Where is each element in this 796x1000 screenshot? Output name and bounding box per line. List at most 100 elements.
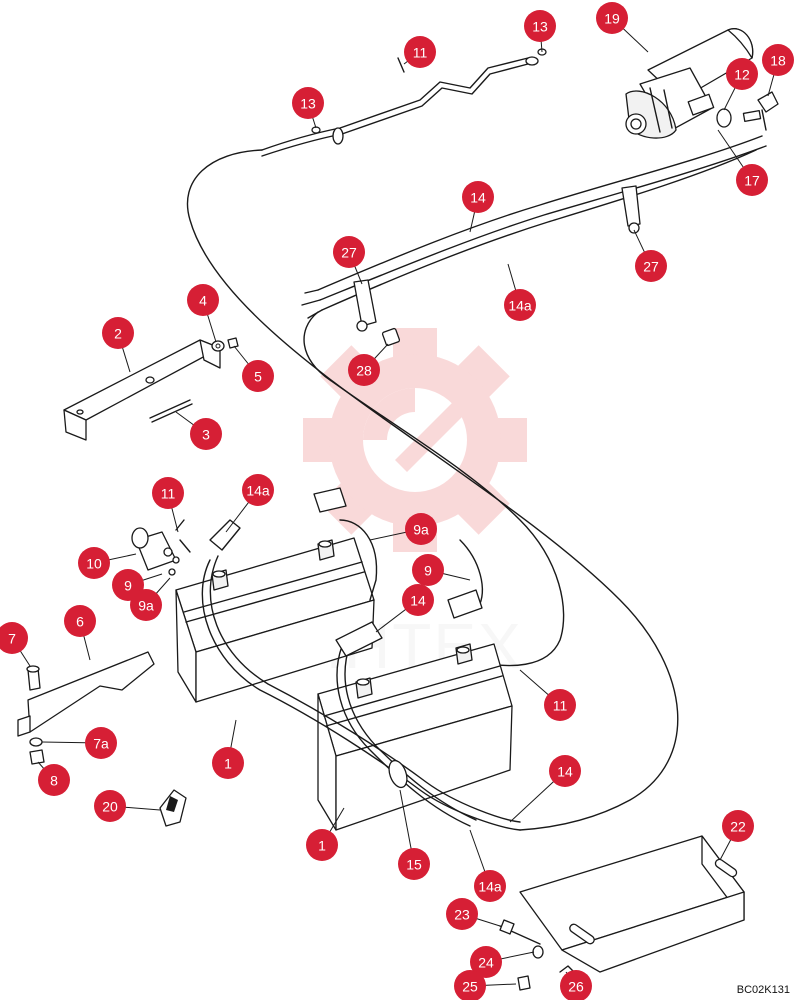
starter-motor — [625, 28, 762, 139]
callout-number: 1 — [224, 756, 232, 772]
bracket-6 — [17, 651, 155, 737]
washer-7a — [29, 737, 43, 747]
callout-number: 24 — [478, 955, 494, 971]
callout-bubble — [94, 790, 126, 822]
callout-24: 24 — [470, 946, 502, 978]
callout-bubble — [306, 829, 338, 861]
nut-25 — [517, 975, 531, 991]
callout-bubble — [242, 360, 274, 392]
callout-8: 8 — [38, 764, 70, 796]
callout-number: 27 — [643, 259, 659, 275]
callout-4: 4 — [187, 284, 219, 316]
callout-number: 20 — [102, 799, 118, 815]
diagram-code: BC02K131 — [736, 984, 790, 996]
callout-18: 18 — [762, 44, 794, 76]
battery-1-upper — [175, 537, 375, 703]
main-cable-loop — [186, 135, 767, 831]
callout-number: 28 — [356, 363, 372, 379]
callout-bubble — [187, 284, 219, 316]
callout-19: 19 — [596, 2, 628, 34]
callout-11: 11 — [544, 689, 576, 721]
callout-2: 2 — [102, 317, 134, 349]
callout-bubble — [102, 317, 134, 349]
callout-1: 1 — [306, 829, 338, 861]
callout-number: 17 — [744, 173, 760, 189]
bolt-23 — [499, 919, 541, 945]
spacer-28 — [381, 327, 401, 347]
callout-27: 27 — [635, 250, 667, 282]
callout-number: 11 — [161, 486, 176, 502]
callout-20: 20 — [94, 790, 126, 822]
callout-number: 1 — [318, 838, 326, 854]
clamp-27-right — [621, 185, 641, 234]
callout-number: 7a — [93, 736, 109, 752]
callout-bubble — [462, 181, 494, 213]
callout-bubble — [549, 755, 581, 787]
callout-1: 1 — [212, 747, 244, 779]
callout-11: 11 — [404, 36, 436, 68]
callout-number: 14 — [470, 190, 486, 206]
callout-bubble — [190, 418, 222, 450]
callout-bubble — [292, 87, 324, 119]
callout-bubble — [762, 44, 794, 76]
callout-number: 2 — [114, 326, 122, 342]
callout-14: 14 — [462, 181, 494, 213]
callout-number: 25 — [462, 979, 478, 995]
battery-cables — [201, 487, 521, 831]
callout-13: 13 — [524, 10, 556, 42]
terminal-18 — [757, 91, 779, 131]
bracket-2 — [63, 339, 221, 441]
callout-13: 13 — [292, 87, 324, 119]
callout-bubble — [130, 589, 162, 621]
callout-5: 5 — [242, 360, 274, 392]
callout-bubble — [524, 10, 556, 42]
callout-number: 23 — [454, 907, 470, 923]
callout-bubble — [412, 554, 444, 586]
callout-bubble — [404, 36, 436, 68]
callout-bubble — [596, 2, 628, 34]
washer-24 — [532, 945, 544, 959]
callout-number: 14 — [557, 764, 573, 780]
callout-14: 14 — [402, 584, 434, 616]
callout-23: 23 — [446, 898, 478, 930]
part-26 — [559, 965, 575, 973]
callout-number: 14a — [246, 483, 270, 499]
callout-number: 10 — [86, 556, 102, 572]
callout-bubble — [242, 474, 274, 506]
callout-number: 26 — [568, 979, 584, 995]
callout-number: 27 — [341, 245, 357, 261]
callout-7: 7 — [0, 622, 28, 654]
callout-number: 9 — [124, 578, 132, 594]
callout-bubble — [212, 747, 244, 779]
callout-9a: 9a — [405, 513, 437, 545]
callout-bubble — [152, 477, 184, 509]
callout-15: 15 — [398, 848, 430, 880]
callout-number: 19 — [604, 11, 620, 27]
callout-number: 14a — [508, 298, 532, 314]
callout-number: 13 — [532, 19, 548, 35]
callout-bubble — [348, 354, 380, 386]
callout-9: 9 — [412, 554, 444, 586]
callout-17: 17 — [736, 164, 768, 196]
callout-bubble — [85, 727, 117, 759]
callout-number: 7 — [8, 631, 16, 647]
clamp-27-left — [353, 279, 377, 332]
callout-number: 11 — [413, 45, 428, 61]
callout-9a: 9a — [130, 589, 162, 621]
callout-bubble — [78, 547, 110, 579]
callout-bubble — [0, 622, 28, 654]
nut-8 — [29, 749, 45, 765]
callout-26: 26 — [560, 970, 592, 1000]
callout-bubble — [402, 584, 434, 616]
callout-11: 11 — [152, 477, 184, 509]
callout-bubble — [38, 764, 70, 796]
callout-7a: 7a — [85, 727, 117, 759]
callout-22: 22 — [722, 810, 754, 842]
callout-14a: 14a — [504, 289, 536, 321]
callout-number: 8 — [50, 773, 58, 789]
callout-14a: 14a — [474, 870, 506, 902]
callout-bubble — [722, 810, 754, 842]
callout-bubble — [736, 164, 768, 196]
callout-28: 28 — [348, 354, 380, 386]
